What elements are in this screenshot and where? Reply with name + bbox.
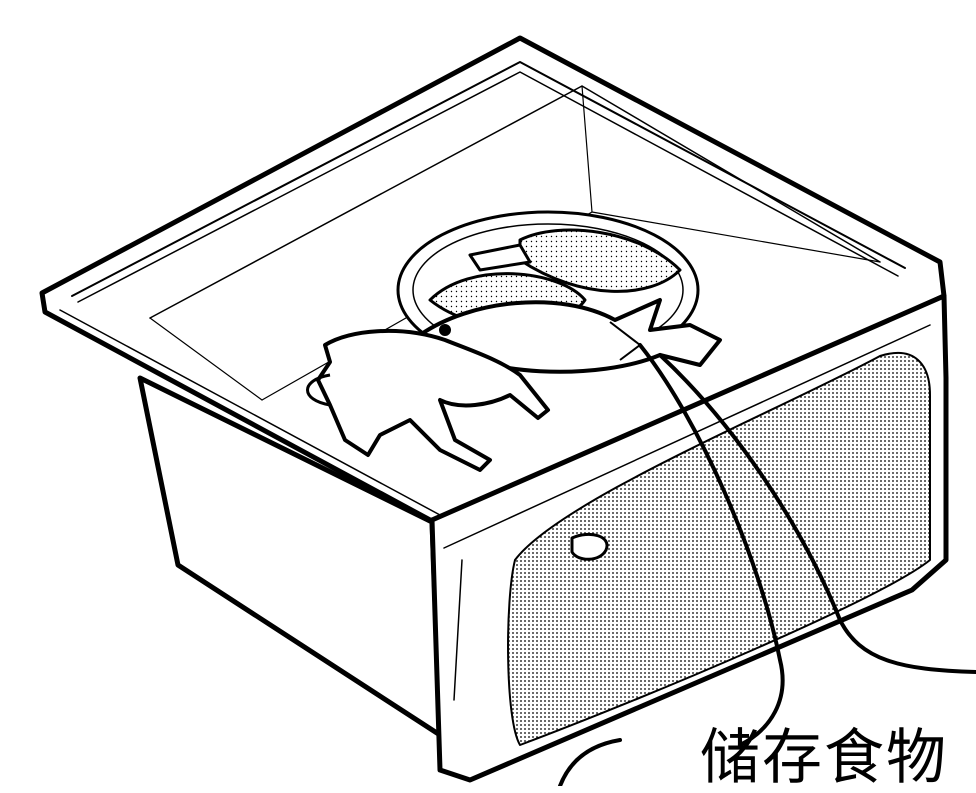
drawer-handle	[572, 534, 607, 559]
drawer	[42, 38, 946, 780]
callout-label: 储存食物	[700, 728, 948, 788]
